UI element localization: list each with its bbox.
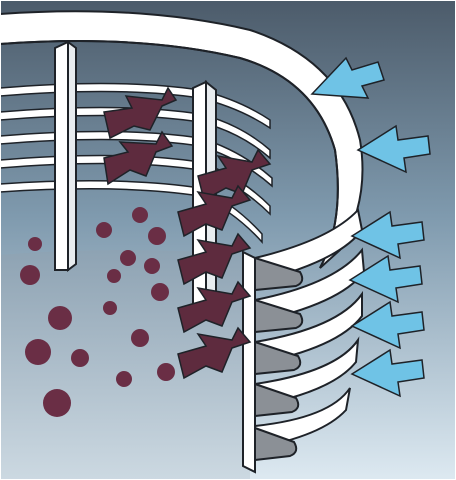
particle-dot-icon [120,250,136,266]
front-post [242,250,256,474]
inner-arrows [103,86,272,380]
arrow-left-icon [177,184,252,238]
particle-dot-icon [103,301,117,315]
arrow-inward-icon [350,348,425,398]
top-ring-rim [0,40,339,269]
outer-ring-slices [254,207,366,450]
particle-dot-icon [148,227,166,245]
particle-dot-icon [28,237,42,251]
blade-4 [254,382,300,418]
particle-dot-icon [25,339,51,365]
particle-dot-icon [116,371,132,387]
arrow-inward-icon [350,210,425,260]
particle-dot-icon [151,283,169,301]
arrow-inward-icon [310,56,385,99]
particle-dot-icon [96,222,112,238]
particle-dot-icon [132,207,148,223]
arrow-inward-icon [350,300,425,350]
arrow-left-icon [177,280,252,334]
particle-dot-icon [71,349,89,367]
blade-2 [254,298,304,334]
particle-dot-icon [20,265,40,285]
particle-dot-icon [157,363,175,381]
blade-5 [254,426,298,462]
arrow-left-icon [103,86,178,140]
particle-dot-icon [107,269,121,283]
particle-dot-icon [48,306,72,330]
blade-1 [254,256,304,292]
arrow-inward-icon [348,254,423,304]
arrow-left-icon [177,326,252,380]
particles [20,207,175,417]
blade-3 [254,340,302,376]
particle-dot-icon [144,258,160,274]
rear-post-left [54,40,69,271]
arrow-inward-icon [356,124,431,174]
particle-dot-icon [131,329,149,347]
particle-dot-icon [43,389,71,417]
arrow-left-icon [197,148,272,202]
separator-blades [254,256,304,462]
arrow-left-icon [103,130,174,186]
arrow-left-icon [177,232,252,286]
outer-arrows [310,56,431,398]
